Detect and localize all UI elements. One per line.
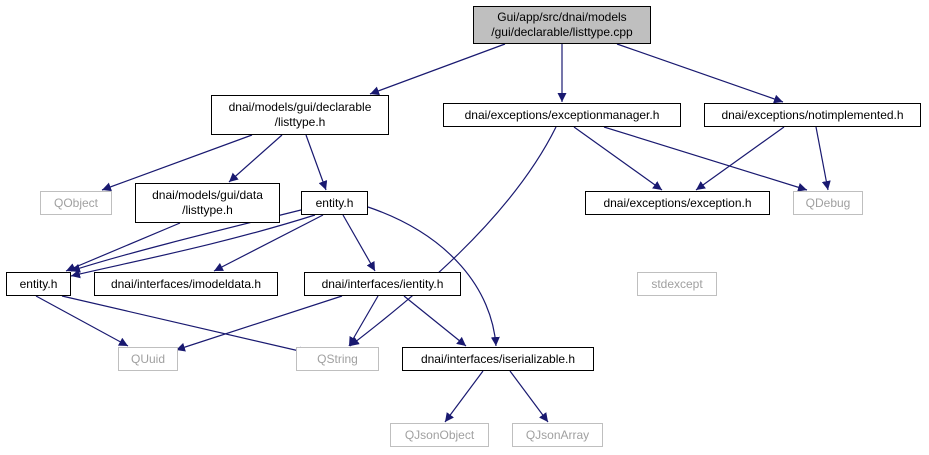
edge-iserializable-to-qjsonarray [509,370,549,423]
edge-entity-left-to-quuid [35,295,129,347]
edge-entity-left-to-qstring [61,295,309,356]
node-imodeldata-h[interactable]: dnai/interfaces/imodeldata.h [94,272,278,296]
edge-ientity-to-qstring [348,295,379,347]
edge-entity-mid-to-imodeldata [213,214,324,272]
node-entity-h-mid[interactable]: entity.h [301,191,368,215]
edge-notimplemented-to-qdebug [815,126,831,191]
edge-data-listtype-to-entity-left [65,222,181,272]
edge-ientity-to-iserializable [403,295,467,347]
edge-declarable-listtype-to-entity-mid [305,134,328,191]
node-qobject: QObject [40,191,112,215]
node-root-listtype-cpp: Gui/app/src/dnai/models /gui/declarable/… [473,6,651,44]
edge-declarable-listtype-to-data-listtype [228,134,283,183]
node-exception-h[interactable]: dnai/exceptions/exception.h [585,191,770,215]
node-qstring: QString [296,347,379,371]
node-declarable-listtype-h[interactable]: dnai/models/gui/declarable /listtype.h [211,95,389,135]
edge-declarable-listtype-to-qobject [101,134,253,192]
edge-root-to-notimplemented [616,43,784,104]
edge-ientity-to-quuid [175,295,343,352]
node-iserializable-h[interactable]: dnai/interfaces/iserializable.h [402,347,594,371]
node-exceptionmanager-h[interactable]: dnai/exceptions/exceptionmanager.h [443,103,681,127]
edge-exceptionmanager-to-qstring [349,126,557,347]
edge-exceptionmanager-to-qdebug [603,126,808,192]
edge-root-to-declarable-listtype [369,43,506,96]
node-qjsonobject: QJsonObject [390,423,489,447]
edge-entity-mid-to-iserializable [367,206,500,347]
edge-iserializable-to-qjsonobject [444,370,484,423]
node-quuid: QUuid [118,347,178,371]
node-ientity-h[interactable]: dnai/interfaces/ientity.h [304,272,461,296]
edge-exceptionmanager-to-exception [573,126,663,191]
node-notimplemented-h[interactable]: dnai/exceptions/notimplemented.h [704,103,921,127]
node-stdexcept: stdexcept [637,272,717,296]
node-qdebug: QDebug [793,191,863,215]
edge-entity-mid-to-entity-left-2 [70,214,316,279]
node-qjsonarray: QJsonArray [512,423,603,447]
edge-notimplemented-to-exception [695,126,785,191]
node-data-listtype-h[interactable]: dnai/models/gui/data /listtype.h [135,183,280,223]
edge-entity-mid-to-ientity [342,214,376,272]
node-entity-h-left[interactable]: entity.h [6,272,71,296]
